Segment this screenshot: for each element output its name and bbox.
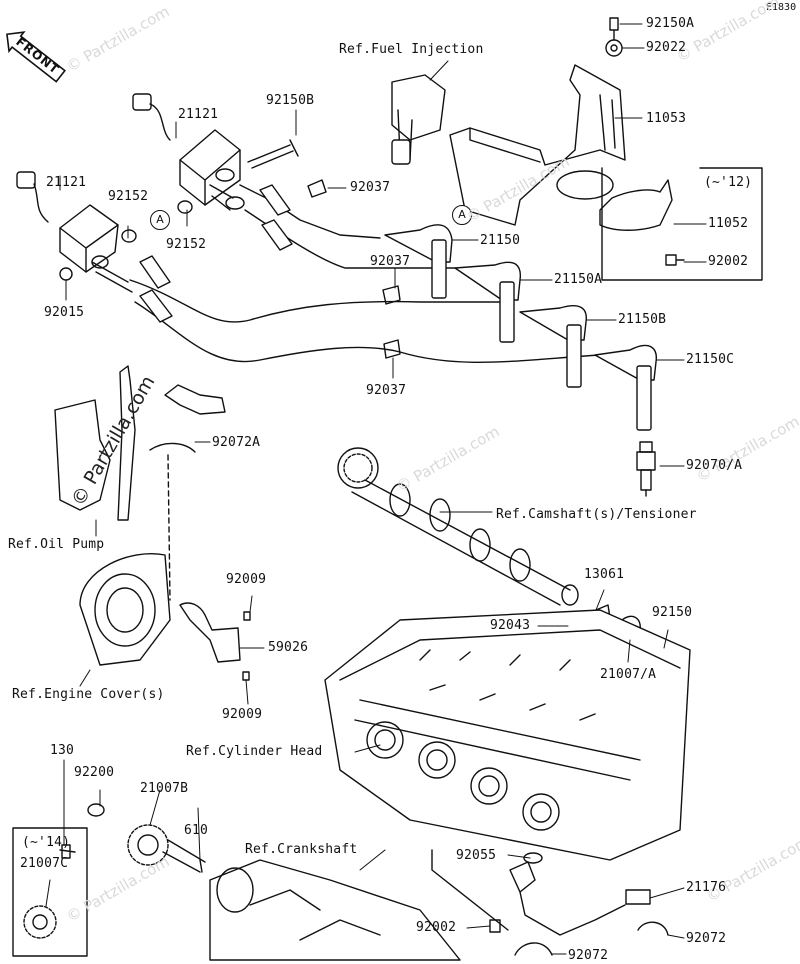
part-label-92009-upper[interactable]: 92009 (226, 572, 267, 587)
bracket-11053-drawing (449, 64, 626, 226)
part-label-92002-upper[interactable]: 92002 (708, 254, 749, 269)
part-label-92152-right[interactable]: 92152 (166, 237, 207, 252)
part-label-21150a[interactable]: 21150A (554, 272, 603, 287)
screws-92009-drawing (242, 611, 251, 681)
part-label-21007a[interactable]: 21007/A (600, 667, 657, 682)
part-label-21150[interactable]: 21150 (480, 233, 521, 248)
pin-610-drawing (199, 859, 203, 873)
part-label-92150a[interactable]: 92150A (646, 16, 695, 31)
clip-92072a-drawing (149, 442, 196, 453)
spark-plug-drawing (636, 441, 656, 497)
part-label-92037-bottom[interactable]: 92037 (366, 383, 407, 398)
part-label-92037-top[interactable]: 92037 (350, 180, 391, 195)
front-direction-arrow: FRONT (0, 22, 69, 86)
oil-pump-bracket-drawing (54, 365, 136, 521)
ignition-coil-upper-drawing (132, 93, 245, 211)
part-label-21121-upper[interactable]: 21121 (178, 107, 219, 122)
part-label-92009-lower[interactable]: 92009 (222, 707, 263, 722)
part-label-130[interactable]: 130 (50, 743, 75, 758)
bolt-92002-drawing (665, 254, 685, 266)
ref-oil-pump[interactable]: Ref.Oil Pump (8, 537, 105, 552)
bolt-92150a-drawing (609, 17, 619, 41)
clip-92072c-drawing (637, 921, 669, 936)
part-label-11053[interactable]: 11053 (646, 111, 687, 126)
part-label-21150b[interactable]: 21150B (618, 312, 667, 327)
variant-label-12: (~'12) (704, 175, 753, 190)
part-label-21007b[interactable]: 21007B (140, 781, 189, 796)
part-label-92022[interactable]: 92022 (646, 40, 687, 55)
variant-box-12 (601, 167, 763, 281)
part-label-92150b[interactable]: 92150B (266, 93, 315, 108)
bracket-11052-drawing (599, 179, 673, 231)
part-label-92070a[interactable]: 92070/A (686, 458, 743, 473)
spacer-drawing-a (121, 229, 137, 243)
camshaft-drawing (337, 447, 579, 606)
part-label-92152-left[interactable]: 92152 (108, 189, 149, 204)
ref-cylinder-head[interactable]: Ref.Cylinder Head (186, 744, 323, 759)
spacer-drawing-b (177, 200, 193, 214)
part-label-21150c[interactable]: 21150C (686, 352, 735, 367)
bolt-130-drawing (59, 844, 76, 859)
ref-camshaft-tensioner[interactable]: Ref.Camshaft(s)/Tensioner (496, 507, 697, 522)
clip-92072b-drawing (514, 942, 553, 956)
diagram-code: E1830 (766, 2, 797, 13)
washer-92022-drawing (605, 39, 623, 57)
sensor-lead-drawing (164, 384, 226, 415)
part-label-59026[interactable]: 59026 (268, 640, 309, 655)
crankshaft-drawing (209, 859, 461, 961)
part-label-21121-lower[interactable]: 21121 (46, 175, 87, 190)
part-label-92072-right[interactable]: 92072 (686, 931, 727, 946)
clamps-drawing (307, 179, 401, 359)
part-label-92150[interactable]: 92150 (652, 605, 693, 620)
part-label-92055[interactable]: 92055 (456, 848, 497, 863)
leader-lines (45, 23, 707, 955)
callout-a-right: A (452, 205, 472, 225)
fuel-injection-assembly-drawing (391, 74, 446, 165)
leader-dashed (167, 454, 171, 601)
ref-crankshaft[interactable]: Ref.Crankshaft (245, 842, 358, 857)
part-label-92200[interactable]: 92200 (74, 765, 115, 780)
cylinder-head-drawing (324, 609, 691, 861)
timing-rotor-drawing (127, 824, 206, 873)
ignition-coil-lower-drawing (16, 171, 133, 293)
part-label-21007c[interactable]: 21007C (20, 856, 69, 871)
plug-caps-drawing (384, 224, 657, 431)
part-label-21176[interactable]: 21176 (686, 880, 727, 895)
part-label-92015[interactable]: 92015 (44, 305, 85, 320)
part-label-11052[interactable]: 11052 (708, 216, 749, 231)
washer-92200-drawing (87, 803, 105, 817)
part-label-610[interactable]: 610 (184, 823, 209, 838)
bolt-92002b-drawing (489, 919, 501, 933)
part-label-92072a[interactable]: 92072A (212, 435, 261, 450)
sensor-59026-drawing (179, 602, 241, 663)
part-label-92043[interactable]: 92043 (490, 618, 531, 633)
engine-cover-drawing (79, 553, 171, 666)
ref-engine-cover[interactable]: Ref.Engine Cover(s) (12, 687, 165, 702)
variant-label-14: (~'14) (22, 835, 71, 850)
part-label-13061[interactable]: 13061 (584, 567, 625, 582)
ref-fuel-injection[interactable]: Ref.Fuel Injection (339, 42, 484, 57)
leader-21176-box (431, 849, 509, 931)
ignition-leads-drawing (129, 184, 601, 363)
sensor-21176-drawing (509, 852, 651, 936)
callout-a-left: A (150, 210, 170, 230)
rotor-21007c-drawing (23, 905, 57, 939)
part-label-92002-lower[interactable]: 92002 (416, 920, 457, 935)
variant-box-14 (12, 827, 88, 957)
part-label-92037-mid[interactable]: 92037 (370, 254, 411, 269)
part-label-92072-bottom[interactable]: 92072 (568, 948, 609, 963)
bolt-92150b-drawing (247, 139, 299, 169)
